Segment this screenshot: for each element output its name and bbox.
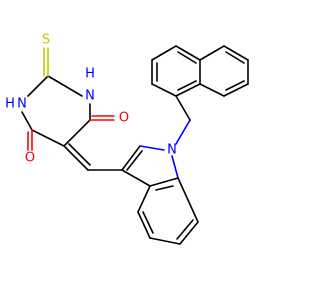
bond-ind-c3-c2-b bbox=[126, 150, 143, 171]
atom-s: S bbox=[42, 33, 50, 48]
bond-bz-c5-c6 bbox=[149, 237, 181, 245]
bond-bz-c7-c7a bbox=[177, 177, 199, 223]
bond-np-10b bbox=[225, 80, 245, 91]
atom-n-left-h: H bbox=[5, 97, 15, 112]
molecule-diagram: S N H N H O O N bbox=[5, 33, 249, 245]
bond-c4-c5 bbox=[31, 129, 65, 147]
bond-bz-c6-c7-b bbox=[176, 219, 194, 240]
atom-n-left: N bbox=[17, 97, 27, 112]
bond-np-4 bbox=[175, 45, 201, 61]
atom-labels: S N H N H O O N bbox=[5, 33, 177, 166]
bond-np-11 bbox=[199, 83, 225, 97]
bond-ind-c2-n1 bbox=[139, 145, 165, 151]
bond-np-6 bbox=[175, 83, 201, 97]
bond-bz-c7a-c3a-b bbox=[155, 185, 174, 191]
bond-bz-c4-c5-b bbox=[142, 211, 154, 234]
bond-c5-ch-a bbox=[63, 145, 89, 171]
bond-c2-n3 bbox=[27, 75, 49, 97]
bond-np-10 bbox=[223, 83, 249, 97]
bond-np-8b bbox=[225, 51, 245, 64]
atom-o-bottom: O bbox=[25, 151, 35, 166]
bond-c2-n1 bbox=[47, 75, 83, 97]
bond-np-6b bbox=[177, 80, 197, 91]
atom-n-top-h: H bbox=[85, 67, 95, 82]
bond-ind-c3a-c3 bbox=[121, 169, 151, 187]
bond-c5-ch-b bbox=[68, 143, 91, 166]
atom-o-right: O bbox=[119, 111, 129, 126]
bond-n3-c4 bbox=[21, 111, 33, 131]
bond-bz-c6-c7 bbox=[179, 221, 199, 245]
bonds bbox=[21, 45, 249, 245]
bond-np-7 bbox=[199, 45, 225, 61]
bond-bz-c4-c5 bbox=[137, 211, 151, 239]
atom-n-top: N bbox=[85, 89, 95, 104]
bond-np-4b bbox=[177, 51, 197, 64]
bond-c6-c5 bbox=[63, 119, 91, 147]
bond-ind-c3-c2-a bbox=[121, 145, 141, 171]
bond-np-3 bbox=[151, 45, 177, 61]
atom-n-indole: N bbox=[167, 143, 177, 158]
bond-ind-c7a-c3a bbox=[149, 177, 179, 187]
bond-ch2-naph bbox=[175, 95, 191, 121]
bond-np-8 bbox=[223, 45, 249, 61]
bond-n1-ch2 bbox=[175, 119, 191, 145]
bond-np-1 bbox=[151, 83, 177, 97]
bond-ind-n1-c7a bbox=[171, 155, 179, 179]
bond-bz-c3a-c4 bbox=[137, 185, 151, 213]
